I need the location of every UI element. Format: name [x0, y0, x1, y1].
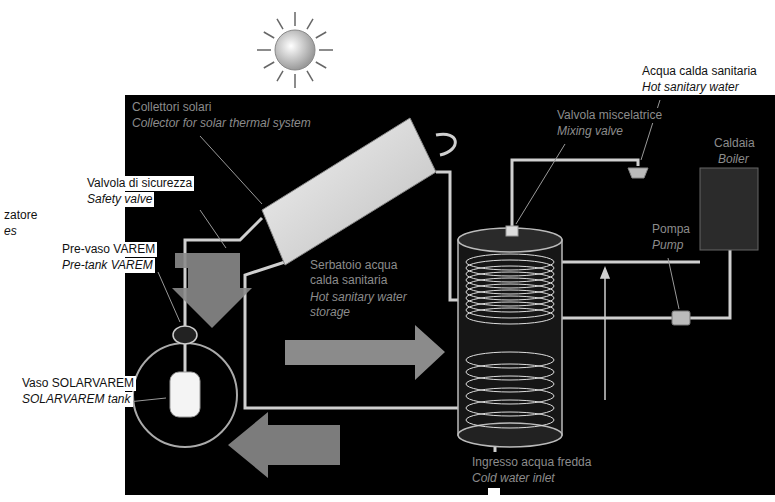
part-label: Hot sanitary water storage	[308, 290, 424, 320]
pump-symbol	[672, 311, 690, 325]
storage-tank	[458, 228, 562, 447]
flow-arrow	[601, 268, 609, 400]
flow-arrow-large	[228, 412, 340, 478]
background-notch	[488, 488, 500, 502]
part-label: Acqua calda sanitaria	[640, 64, 759, 79]
part-label: Ingresso acqua fredda	[470, 455, 593, 470]
part-label: es	[2, 224, 19, 239]
solar-collector	[262, 118, 436, 265]
flow-arrow-large	[285, 325, 445, 380]
part-label: Hot sanitary water	[640, 80, 741, 95]
part-label: Pompa	[650, 222, 692, 237]
part-label: Pump	[650, 238, 685, 253]
part-label: Mixing valve	[555, 124, 625, 139]
highlight-circle	[133, 343, 237, 447]
part-label: Collettori solari	[130, 100, 213, 115]
part-label: Pre-tank VAREM	[60, 258, 155, 273]
pipes	[185, 134, 730, 452]
leader-lines	[128, 100, 679, 402]
background-panel	[125, 95, 775, 495]
flow-arrow-large	[172, 253, 252, 328]
shower-head	[628, 168, 648, 178]
part-label: zatore	[2, 208, 39, 223]
mixing-valve	[506, 226, 518, 236]
part-label: Vaso SOLARVAREM	[20, 376, 136, 391]
part-label: Valvola miscelatrice	[555, 108, 664, 123]
part-label: Caldaia	[712, 136, 757, 151]
part-label: Valvola di sicurezza	[85, 176, 194, 191]
part-label: Safety valve	[85, 192, 154, 207]
part-label: Boiler	[716, 152, 751, 167]
sun-symbol	[257, 12, 333, 88]
expansion-tank	[170, 372, 200, 417]
part-label: Pre-vaso VAREM	[60, 242, 157, 257]
part-label: Serbatoio acqua calda sanitaria	[308, 258, 416, 288]
part-label: Collector for solar thermal system	[130, 116, 313, 131]
part-label: Cold water inlet	[470, 471, 557, 486]
pre-tank	[173, 326, 197, 344]
boiler	[700, 168, 758, 250]
part-label: SOLARVAREM tank	[20, 392, 133, 407]
